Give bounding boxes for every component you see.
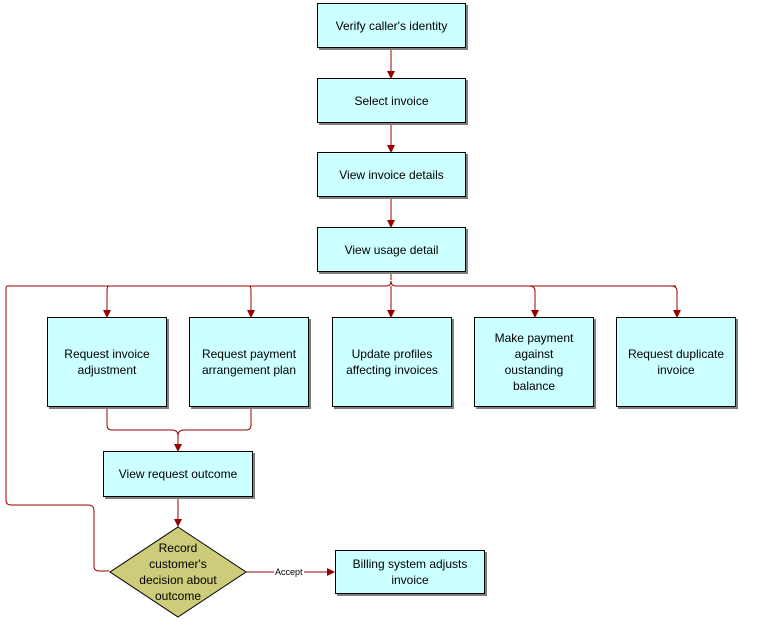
- connector-to-request-adjustment: [103, 285, 111, 318]
- edge-label-accept: Accept: [274, 567, 304, 577]
- connector-to-request-payment-plan: [247, 285, 255, 318]
- node-view-usage-detail: View usage detail: [317, 227, 466, 272]
- merge-from-adjustment: [106, 407, 179, 437]
- node-update-profiles: Update profiles affecting invoices: [332, 317, 452, 407]
- node-request-invoice-adjustment: Request invoice adjustment: [47, 317, 167, 407]
- branch-bus: [5, 280, 676, 289]
- node-view-request-outcome: View request outcome: [103, 451, 253, 497]
- node-request-duplicate-invoice: Request duplicate invoice: [616, 317, 736, 407]
- node-request-payment-plan: Request payment arrangement plan: [189, 317, 309, 407]
- connector-loop-to-decision: [5, 288, 109, 572]
- node-view-invoice-details: View invoice details: [317, 152, 466, 197]
- node-record-decision-label: Record customer's decision about outcome: [139, 541, 217, 603]
- decision-diamond: [109, 526, 247, 618]
- connector-to-request-duplicate: [670, 285, 681, 318]
- node-make-payment: Make payment against oustanding balance: [474, 317, 594, 407]
- connector-to-make-payment: [528, 285, 539, 318]
- node-select-invoice: Select invoice: [317, 78, 466, 123]
- merge-from-payment-plan: [177, 407, 252, 437]
- node-verify-identity: Verify caller's identity: [317, 3, 466, 48]
- node-billing-system-adjusts: Billing system adjusts invoice: [335, 550, 485, 594]
